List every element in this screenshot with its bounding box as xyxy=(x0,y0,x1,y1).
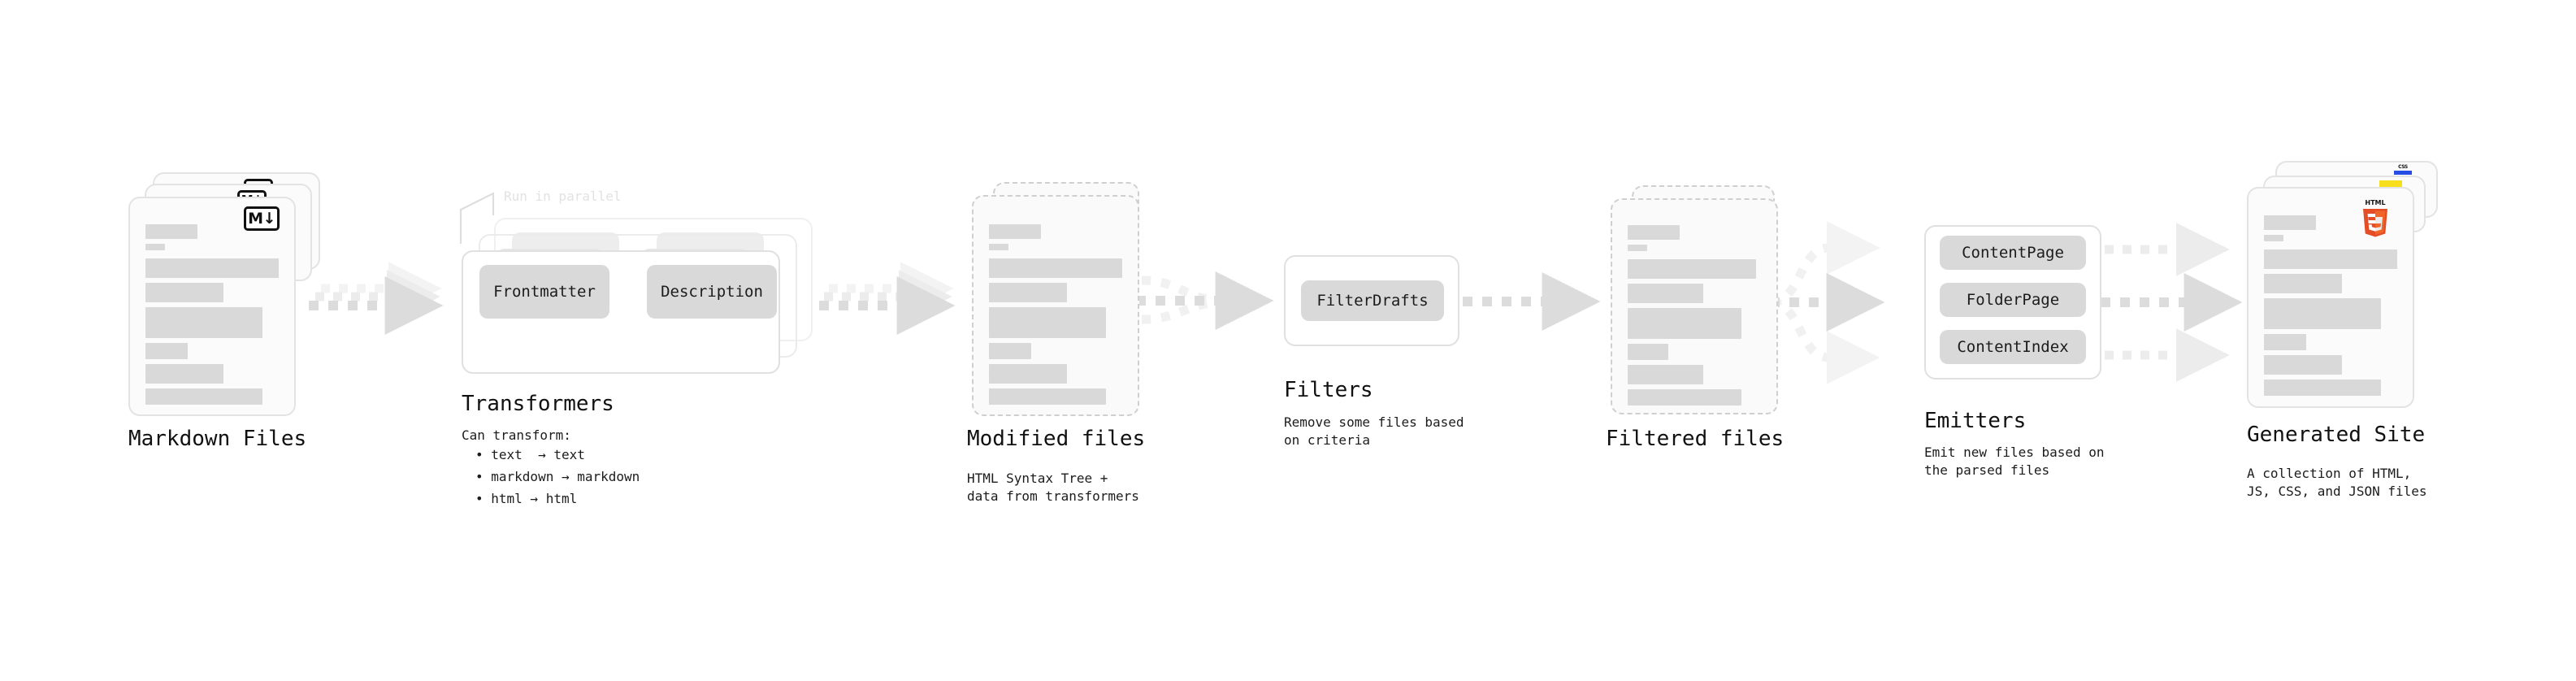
emitters-pill-contentpage[interactable]: ContentPage xyxy=(1940,236,2086,270)
skeleton-bar xyxy=(2264,235,2283,241)
css-badge: CSS xyxy=(2394,164,2412,175)
skeleton-bar xyxy=(145,388,262,405)
filters-caption: Remove some files based on criteria xyxy=(1284,414,1464,448)
skeleton-bar xyxy=(989,343,1031,359)
transformers-heading: Transformers xyxy=(462,392,614,416)
skeleton-bar xyxy=(1628,284,1703,303)
skeleton-bar xyxy=(989,364,1067,384)
skeleton-bar xyxy=(145,224,197,239)
generated-site-heading: Generated Site xyxy=(2247,423,2426,447)
skeleton-bar xyxy=(2264,274,2342,293)
skeleton-bar xyxy=(989,388,1106,405)
transformers-bullet-2: • html → html xyxy=(475,491,578,506)
skeleton-bar xyxy=(989,244,1008,250)
skeleton-bar xyxy=(145,364,223,384)
skeleton-bar xyxy=(989,307,1106,338)
skeleton-bar xyxy=(1628,365,1703,384)
transformer-pill-description[interactable]: Description xyxy=(647,265,777,319)
transformer-pill-frontmatter[interactable]: Frontmatter xyxy=(479,265,609,319)
html5-icon: HTML xyxy=(2361,199,2390,237)
skeleton-bar xyxy=(145,343,188,359)
transformers-bullet-0: • text → text xyxy=(475,447,585,462)
emitters-pill-contentindex[interactable]: ContentIndex xyxy=(1940,330,2086,364)
skeleton-bar xyxy=(2264,298,2381,329)
modified-files-heading: Modified files xyxy=(967,427,1146,451)
markdown-files-heading: Markdown Files xyxy=(128,427,307,451)
transformers-caption: Can transform: xyxy=(462,427,571,443)
connector-filtered-to-emitters xyxy=(1731,221,1885,384)
connector-modified-to-filters xyxy=(1136,271,1274,330)
skeleton-bar xyxy=(145,307,262,338)
html5-badge-label: HTML xyxy=(2365,199,2386,206)
skeleton-bar xyxy=(2264,215,2316,230)
css-badge-label: CSS xyxy=(2398,164,2408,170)
emitters-caption: Emit new files based on the parsed files xyxy=(1924,445,2105,478)
connector-markdown-to-transformers xyxy=(309,262,444,335)
skeleton-bar xyxy=(2264,380,2381,396)
run-in-parallel-label: Run in parallel xyxy=(504,189,622,204)
filters-heading: Filters xyxy=(1284,378,1373,402)
emitters-heading: Emitters xyxy=(1924,409,2027,433)
emitters-pill-folderpage[interactable]: FolderPage xyxy=(1940,283,2086,317)
modified-files-caption: HTML Syntax Tree + data from transformer… xyxy=(967,471,1139,504)
markdown-badge[interactable]: M↓ xyxy=(244,206,280,231)
skeleton-bar xyxy=(989,224,1041,239)
skeleton-bar xyxy=(1628,259,1756,279)
run-in-parallel-bracket xyxy=(459,192,495,244)
skeleton-bar xyxy=(145,283,223,302)
filtered-files-heading: Filtered files xyxy=(1606,427,1785,451)
generated-site-caption: A collection of HTML, JS, CSS, and JSON … xyxy=(2247,466,2427,499)
skeleton-bar xyxy=(2264,249,2397,269)
skeleton-bar xyxy=(145,244,165,250)
skeleton-bar xyxy=(2264,334,2306,350)
connector-transformers-to-modified xyxy=(819,262,956,335)
filters-pill-filterdrafts[interactable]: FilterDrafts xyxy=(1301,280,1444,321)
skeleton-bar xyxy=(1628,389,1741,406)
skeleton-bar xyxy=(145,258,279,278)
skeleton-bar xyxy=(1628,245,1647,251)
skeleton-bar xyxy=(1628,308,1741,339)
skeleton-bar xyxy=(1628,344,1668,360)
skeleton-bar xyxy=(989,283,1067,302)
skeleton-bar xyxy=(989,258,1122,278)
skeleton-bar xyxy=(2264,355,2342,375)
connector-emitters-to-site xyxy=(2101,223,2243,382)
transformers-bullet-1: • markdown → markdown xyxy=(475,469,640,484)
skeleton-bar xyxy=(1628,225,1680,240)
